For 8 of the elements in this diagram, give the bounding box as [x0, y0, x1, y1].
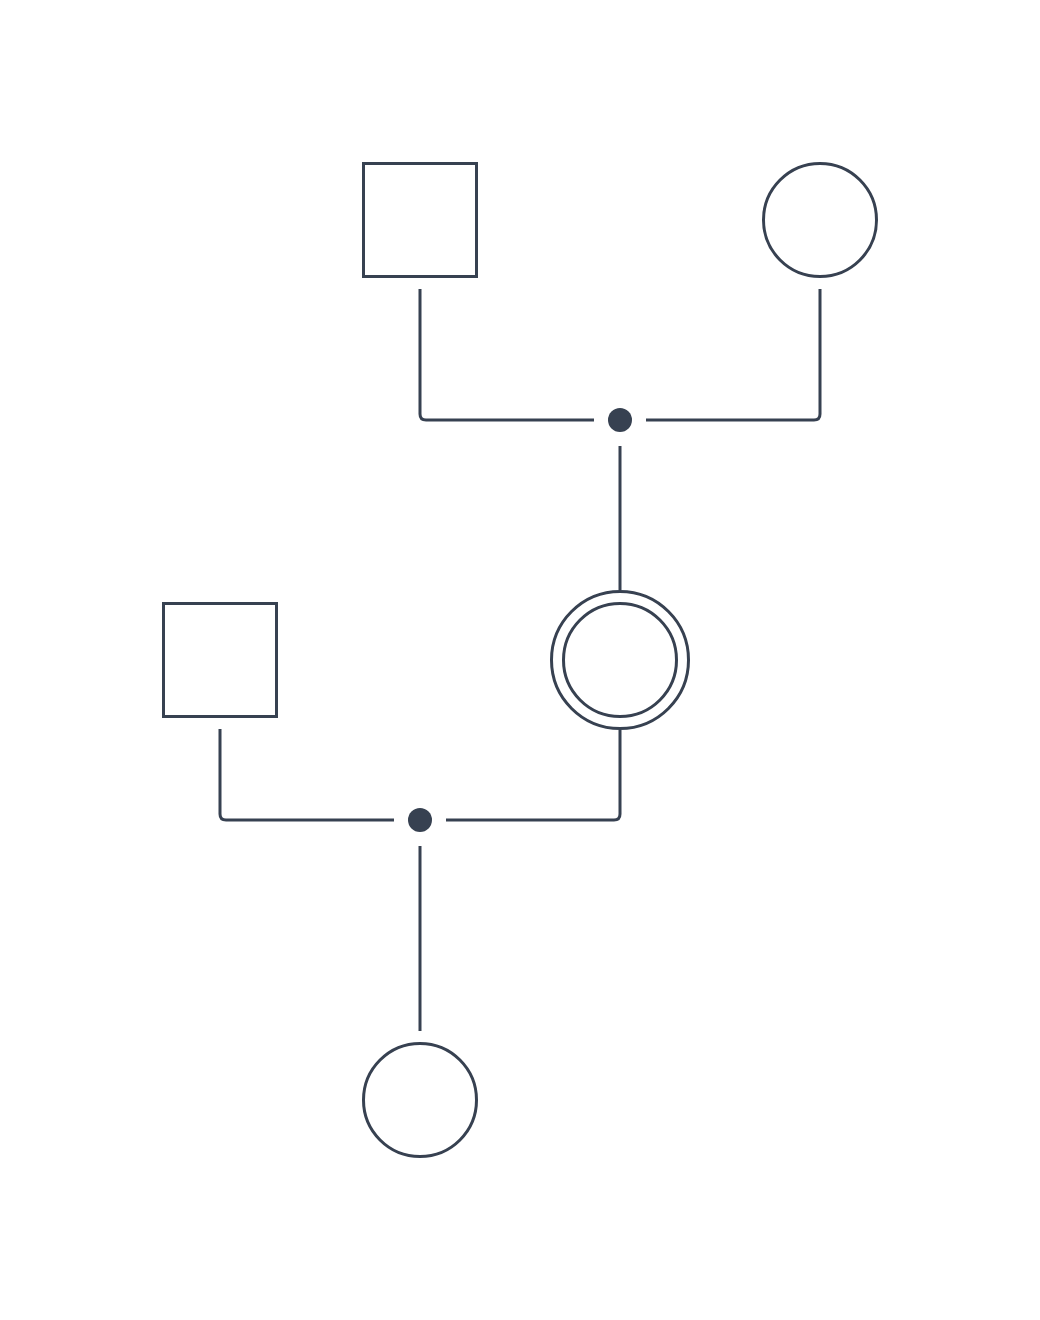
connector-line: [646, 289, 822, 422]
square-node: [362, 162, 478, 278]
connector-line: [218, 729, 394, 822]
connector-line: [618, 446, 622, 590]
connector-line: [418, 289, 594, 422]
connector-line: [446, 730, 622, 822]
connector-line: [418, 846, 422, 1031]
square-node: [162, 602, 278, 718]
